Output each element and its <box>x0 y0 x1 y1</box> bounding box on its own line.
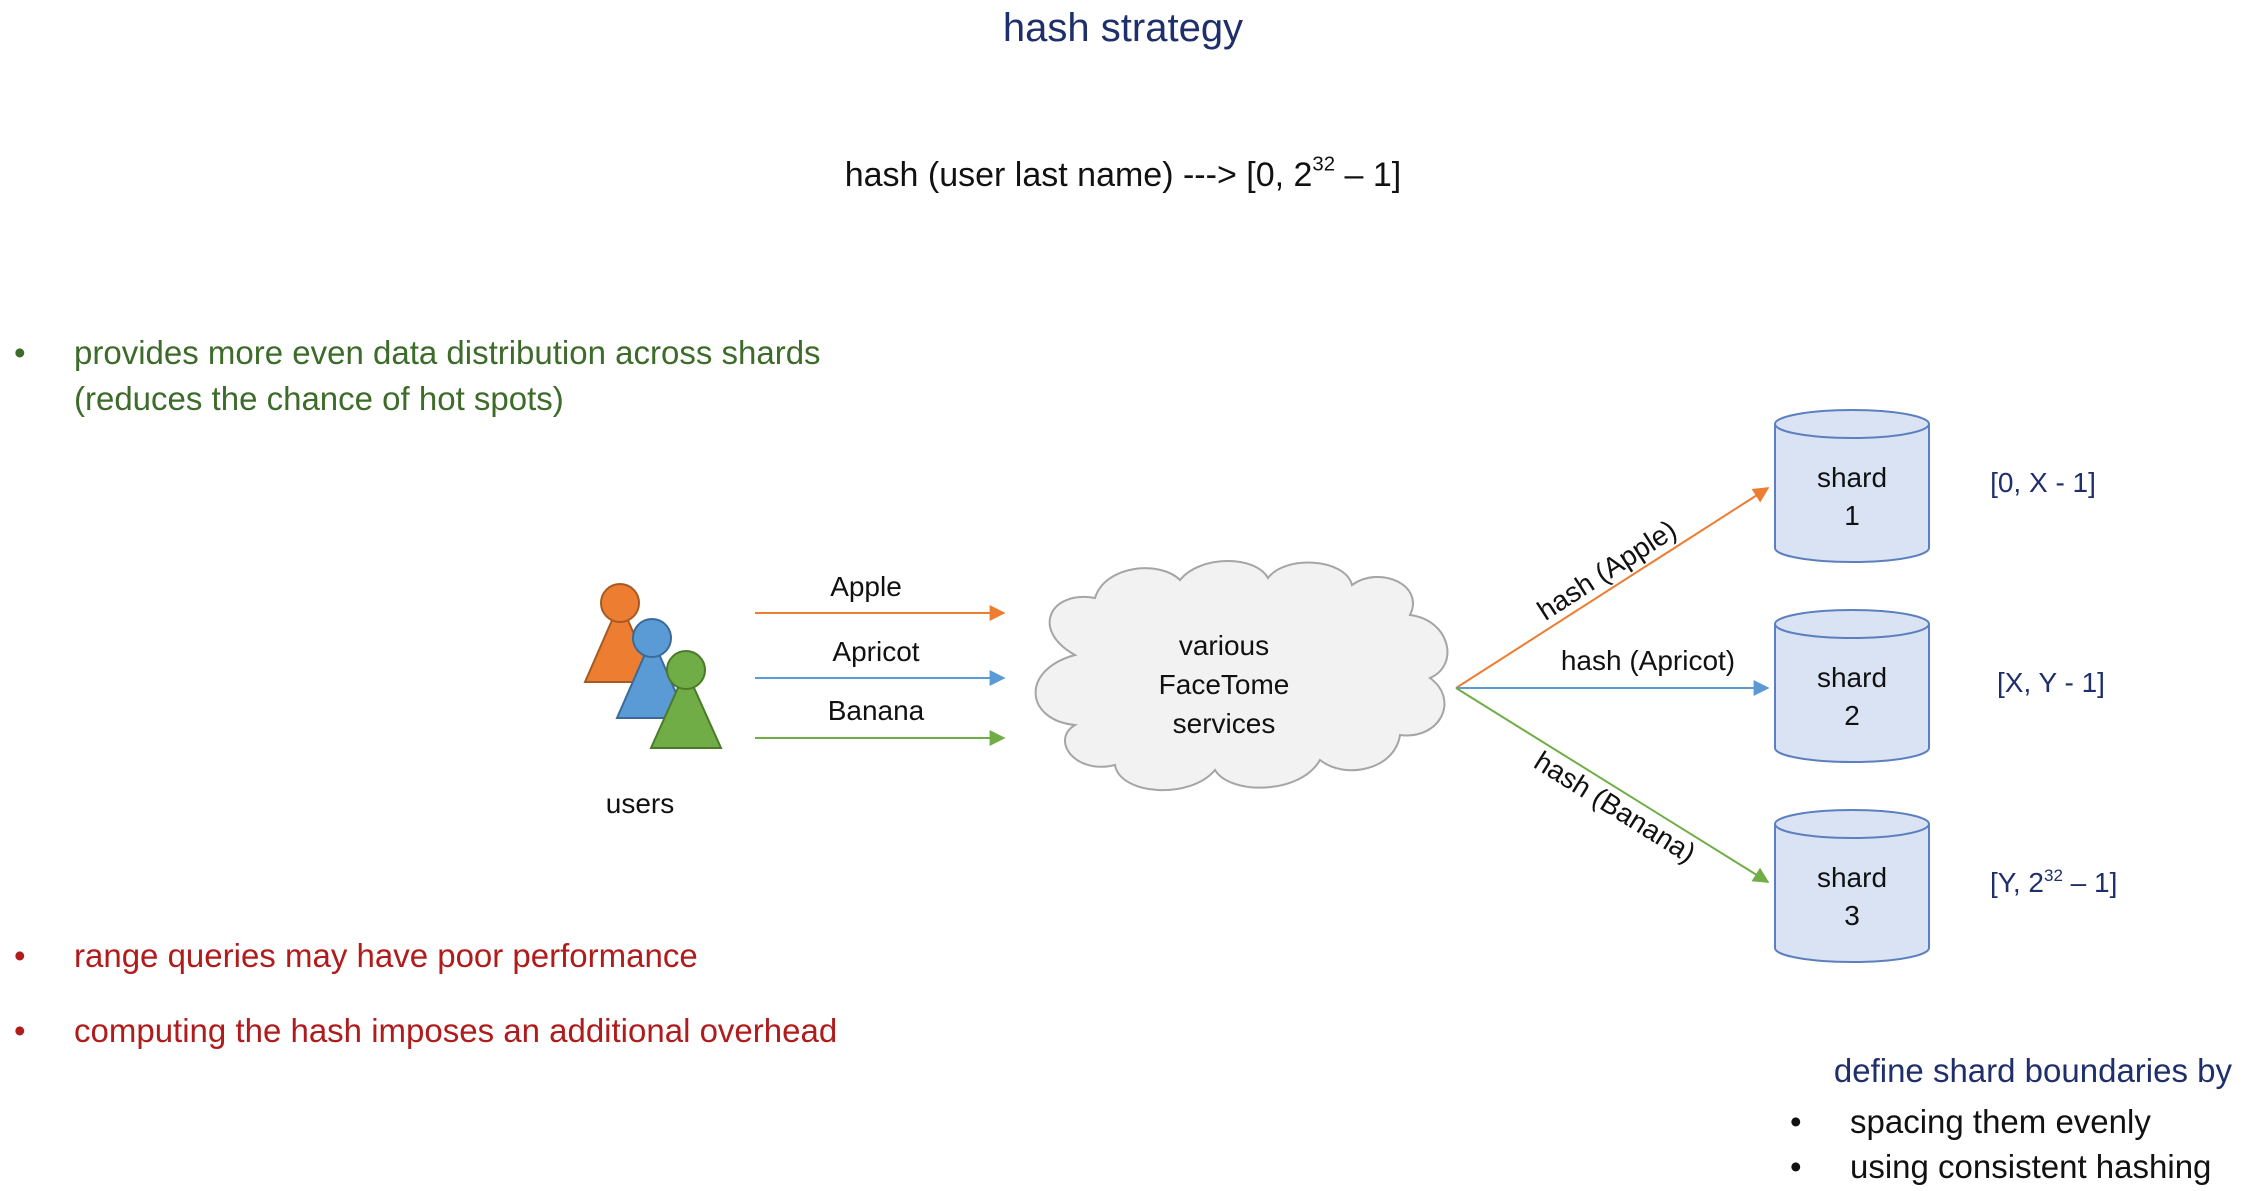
footer-list: • spacing them evenly • using consistent… <box>1790 1100 2211 1189</box>
user-icon-green <box>649 650 723 749</box>
shard-1-label: shard <box>1817 462 1887 493</box>
pros-line-1: provides more even data distribution acr… <box>74 334 821 371</box>
shard-3-range: [Y, 232 – 1] <box>1990 866 2117 898</box>
shard-3-cylinder <box>1774 809 1930 963</box>
shard-1-range: [0, X - 1] <box>1990 467 2096 498</box>
cloud-line-1: various <box>1179 630 1269 661</box>
bullet: • <box>1790 1103 1802 1140</box>
footer-title: define shard boundaries by <box>1833 1052 2232 1089</box>
input-label-apricot: Apricot <box>832 636 919 667</box>
cons-item: • computing the hash imposes an addition… <box>14 993 837 1068</box>
shard-1-cylinder <box>1774 409 1930 563</box>
cons-text: range queries may have poor performance <box>74 937 698 974</box>
shard-3-number: 3 <box>1844 900 1860 931</box>
hash-banana-arrow <box>1455 687 1770 883</box>
bullet: • <box>14 937 26 974</box>
footer-item-text: spacing them evenly <box>1850 1103 2151 1140</box>
shard-3-range-prefix: [Y, 2 <box>1990 867 2044 898</box>
pros-item: • provides more even data distribution a… <box>14 330 821 422</box>
shard-2-number: 2 <box>1844 700 1860 731</box>
shard-3-range-exponent: 32 <box>2044 866 2063 885</box>
hash-label-banana: hash (Banana) <box>1529 745 1701 869</box>
cons-text: computing the hash imposes an additional… <box>74 1012 838 1049</box>
formula-suffix: – 1] <box>1335 156 1402 194</box>
footer-item: • using consistent hashing <box>1790 1145 2211 1190</box>
cloud-line-3: services <box>1173 708 1276 739</box>
bullet: • <box>14 334 26 371</box>
shard-1-number: 1 <box>1844 500 1860 531</box>
pros-list: • provides more even data distribution a… <box>14 330 821 422</box>
hash-formula: hash (user last name) ---> [0, 232 – 1] <box>0 153 2246 195</box>
page-title: hash strategy <box>1002 6 1244 50</box>
bullet: • <box>1790 1147 1802 1185</box>
shard-2-range: [X, Y - 1] <box>1997 667 2105 698</box>
shard-3-range-suffix: – 1] <box>2063 867 2117 898</box>
hash-label-apricot: hash (Apricot) <box>1561 645 1735 676</box>
shard-3-label: shard <box>1817 862 1887 893</box>
users-label: users <box>606 788 674 819</box>
footer-item: • spacing them evenly <box>1790 1100 2211 1145</box>
user-icon-orange <box>583 583 657 683</box>
cons-item: • range queries may have poor performanc… <box>14 918 837 993</box>
cons-list: • range queries may have poor performanc… <box>14 918 837 1068</box>
formula-prefix: hash (user last name) ---> [0, 2 <box>844 156 1313 194</box>
input-label-apple: Apple <box>830 571 902 602</box>
cloud-shape <box>1034 560 1449 791</box>
formula-exponent: 32 <box>1312 153 1336 176</box>
footer-item-text: using consistent hashing <box>1850 1147 2212 1185</box>
hash-apple-arrow <box>1455 487 1770 689</box>
pros-line-2: (reduces the chance of hot spots) <box>74 380 564 418</box>
shard-2-cylinder <box>1774 609 1930 763</box>
input-label-banana: Banana <box>828 695 925 726</box>
cloud-line-2: FaceTome <box>1159 669 1290 700</box>
shard-2-label: shard <box>1817 662 1887 693</box>
hash-label-apple: hash (Apple) <box>1532 514 1682 626</box>
bullet: • <box>14 1012 26 1049</box>
users-icon <box>583 583 723 749</box>
